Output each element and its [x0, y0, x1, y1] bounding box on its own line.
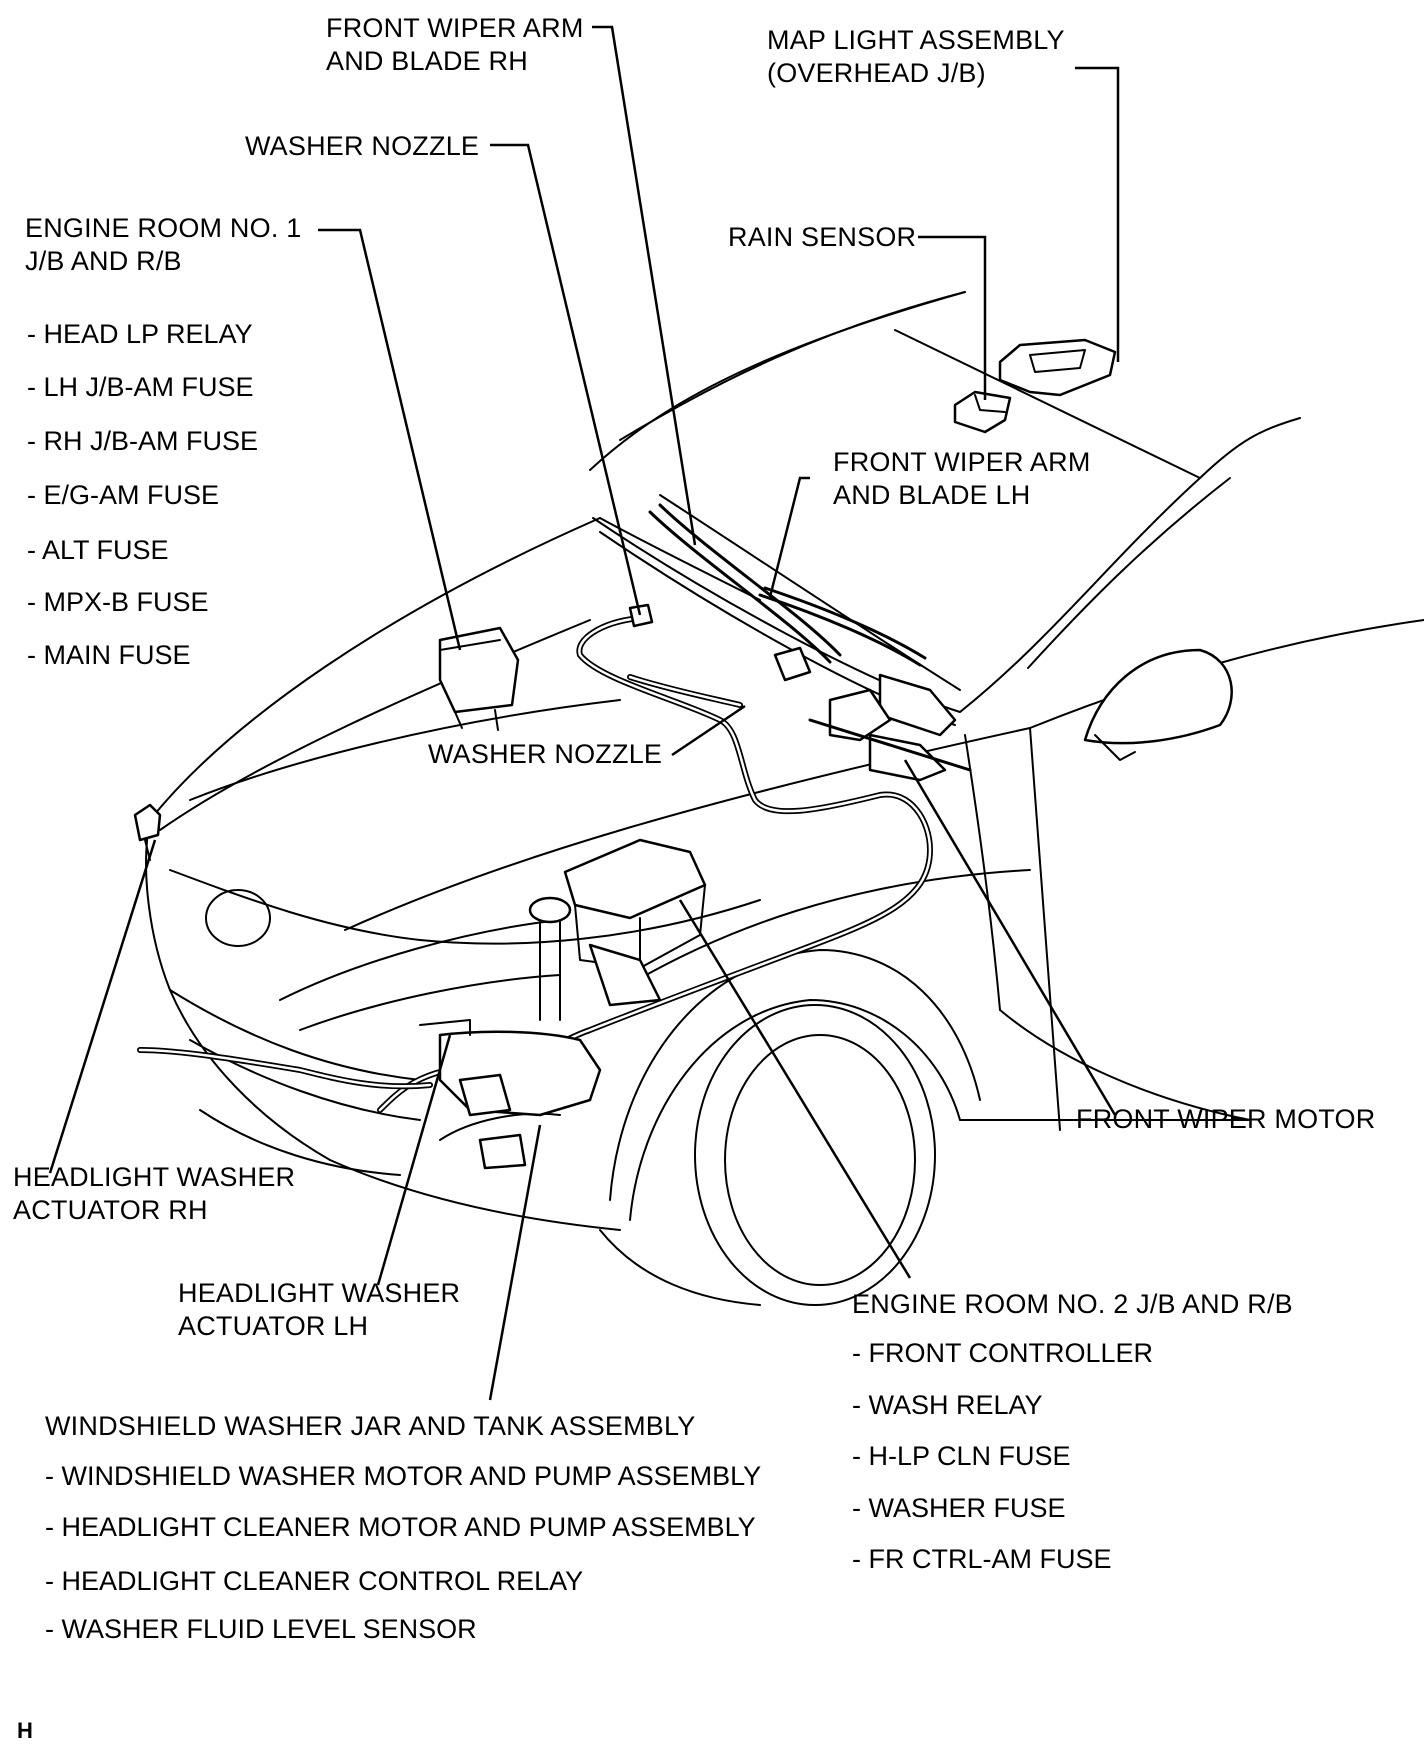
label-engine-room-1: ENGINE ROOM NO. 1 J/B AND R/B — [25, 212, 301, 278]
label-headlight-washer-actuator-lh: HEADLIGHT WASHER ACTUATOR LH — [178, 1277, 460, 1343]
wiper-motor-part — [808, 688, 972, 782]
label-engine-room-2: ENGINE ROOM NO. 2 J/B AND R/B — [852, 1289, 1293, 1319]
list-item: - MPX-B FUSE — [27, 587, 209, 617]
list-item: - FRONT CONTROLLER — [852, 1338, 1154, 1368]
label-line: FRONT WIPER ARM — [833, 447, 1091, 477]
map-light-part — [998, 338, 1117, 397]
label-windshield-washer-jar: WINDSHIELD WASHER JAR AND TANK ASSEMBLY — [45, 1411, 696, 1441]
label-line: (OVERHEAD J/B) — [767, 58, 986, 88]
list-item: - HEADLIGHT CLEANER MOTOR AND PUMP ASSEM… — [45, 1512, 756, 1542]
label-line: FRONT WIPER ARM — [326, 13, 584, 43]
label-line: HEADLIGHT WASHER — [178, 1278, 461, 1308]
label-line: AND BLADE RH — [326, 46, 528, 76]
washer-tank-part — [419, 1019, 602, 1170]
list-item: - E/G-AM FUSE — [27, 480, 220, 510]
list-item: - WASHER FLUID LEVEL SENSOR — [45, 1614, 477, 1644]
wiper-lh-part — [758, 586, 957, 737]
car-body — [145, 291, 1424, 1306]
label-line: ENGINE ROOM NO. 1 — [25, 213, 302, 243]
label-line: ACTUATOR RH — [13, 1195, 208, 1225]
label-line: ACTUATOR LH — [178, 1311, 369, 1341]
washer-filler-part — [528, 896, 572, 1021]
list-item: - LH J/B-AM FUSE — [27, 372, 254, 402]
label-headlight-washer-actuator-rh: HEADLIGHT WASHER ACTUATOR RH — [13, 1161, 295, 1227]
list-item: - MAIN FUSE — [27, 640, 191, 670]
wiper-rh-part — [648, 503, 842, 682]
label-rain-sensor: RAIN SENSOR — [728, 222, 917, 252]
list-item: - ALT FUSE — [27, 535, 169, 565]
figure-code: H — [17, 1718, 33, 1743]
label-front-wiper-motor: FRONT WIPER MOTOR — [1076, 1104, 1376, 1134]
list-item: - WINDSHIELD WASHER MOTOR AND PUMP ASSEM… — [45, 1461, 762, 1491]
headlight-washer-rh-part — [133, 803, 162, 861]
list-item: - WASHER FUSE — [852, 1493, 1066, 1523]
label-line: J/B AND R/B — [25, 246, 182, 276]
engine-room-2-jb-part — [563, 838, 707, 1007]
label-front-wiper-arm-rh: FRONT WIPER ARM AND BLADE RH — [326, 12, 584, 78]
list-item: - FR CTRL-AM FUSE — [852, 1544, 1112, 1574]
label-washer-nozzle-top: WASHER NOZZLE — [245, 131, 480, 161]
list-item: - WASH RELAY — [852, 1390, 1043, 1420]
rain-sensor-part — [953, 390, 1012, 434]
list-item: - HEADLIGHT CLEANER CONTROL RELAY — [45, 1566, 584, 1596]
washer-nozzle-top-part — [628, 603, 654, 628]
label-line: MAP LIGHT ASSEMBLY — [767, 25, 1065, 55]
list-item: - H-LP CLN FUSE — [852, 1441, 1071, 1471]
list-item: - RH J/B-AM FUSE — [27, 426, 259, 456]
engine-room-1-jb-part — [438, 626, 520, 731]
label-washer-nozzle-mid: WASHER NOZZLE — [428, 739, 663, 769]
label-map-light-assembly: MAP LIGHT ASSEMBLY (OVERHEAD J/B) — [767, 24, 1065, 90]
label-front-wiper-arm-lh: FRONT WIPER ARM AND BLADE LH — [833, 446, 1091, 512]
label-line: HEADLIGHT WASHER — [13, 1162, 296, 1192]
list-item: - HEAD LP RELAY — [27, 319, 253, 349]
leader-lines — [48, 25, 1120, 1401]
label-line: AND BLADE LH — [833, 480, 1031, 510]
